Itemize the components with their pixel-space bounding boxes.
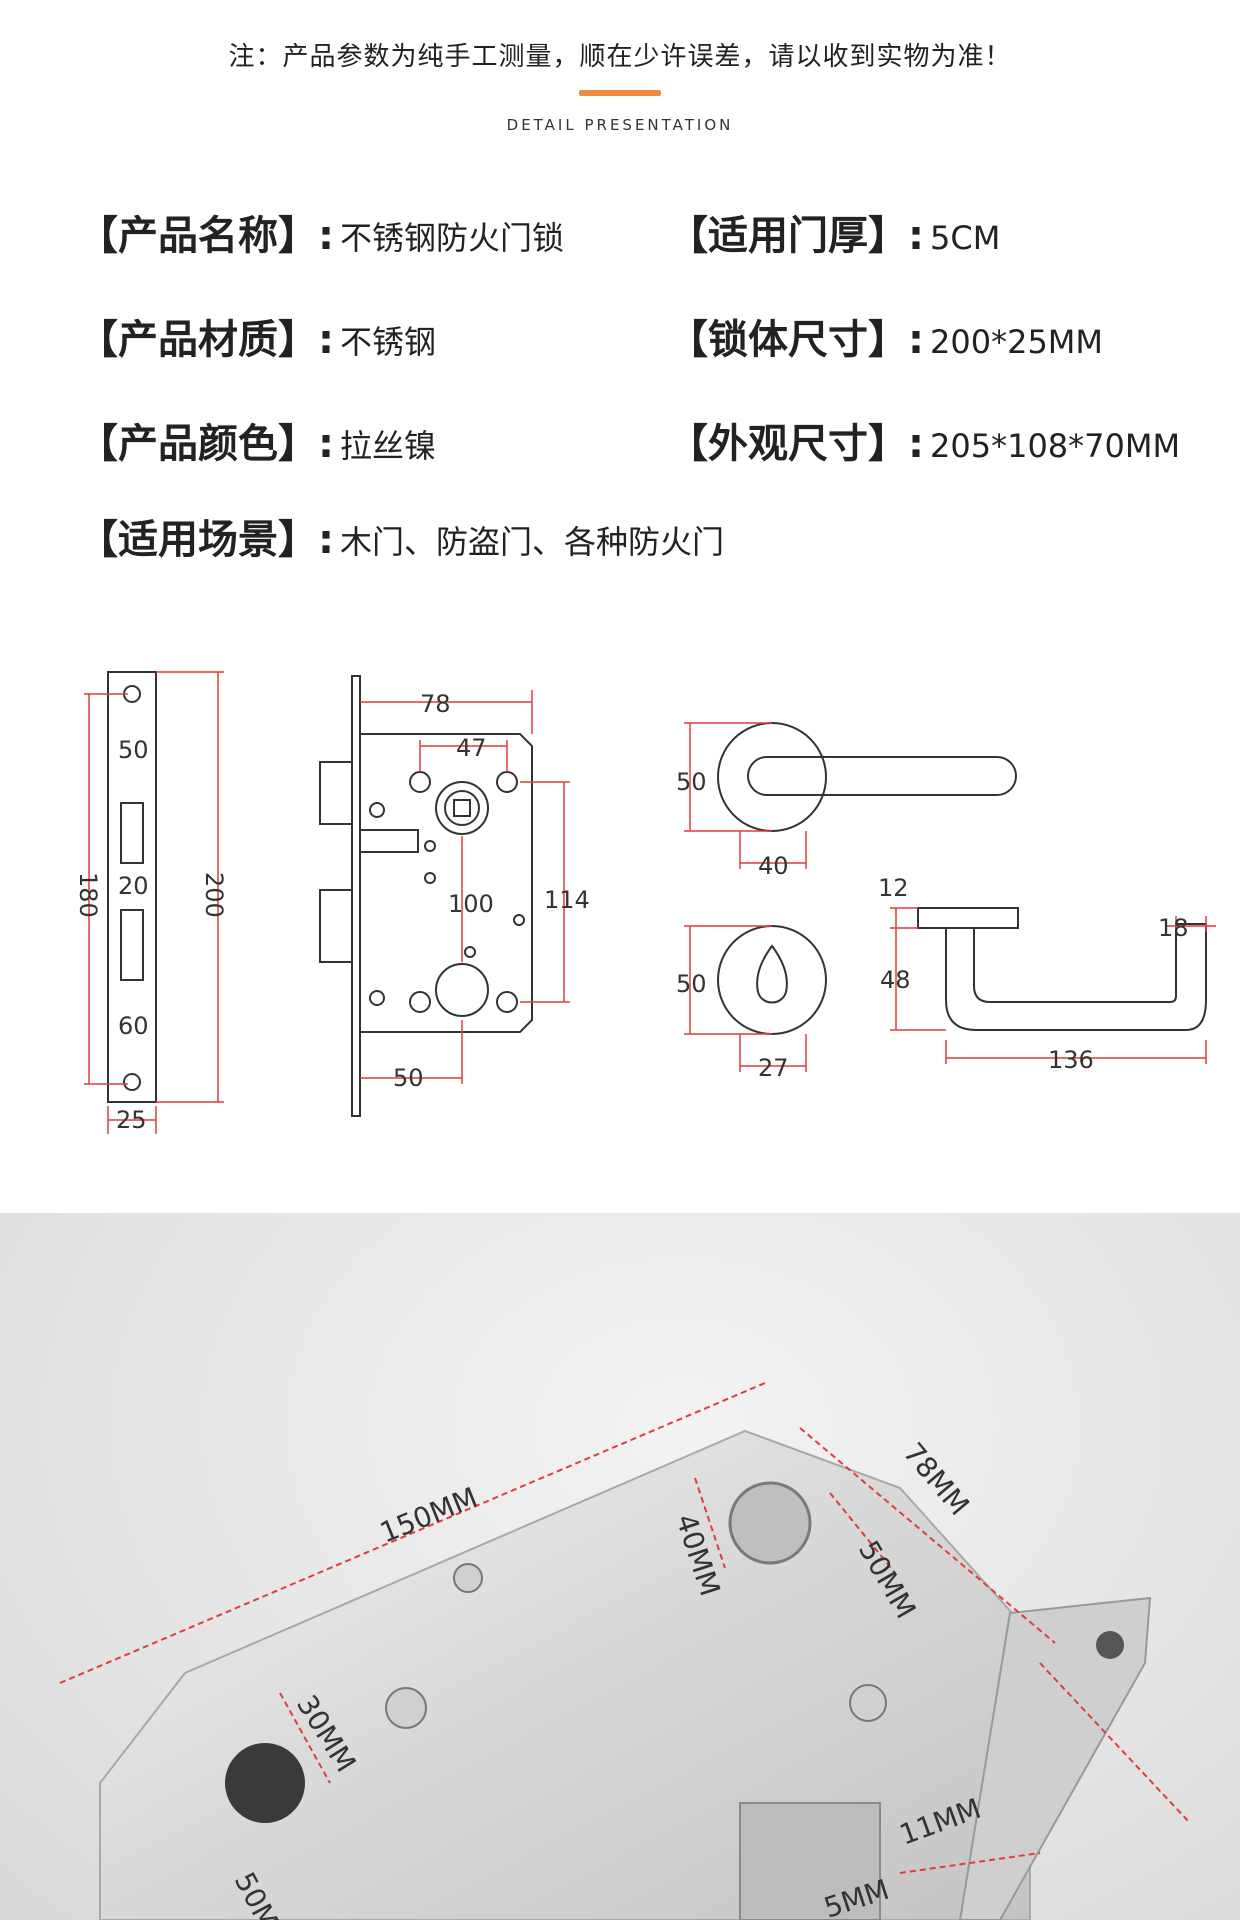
measurement-note: 注：产品参数为纯手工测量，顺在少许误差，请以收到实物为准！: [228, 42, 1012, 72]
rivet-a: [424, 840, 436, 852]
body-hole-b: [496, 771, 518, 793]
dim-escutcheon-27: 27: [758, 1054, 789, 1082]
lever-side-plate: [917, 907, 1019, 929]
screw-shape-b: [385, 1687, 427, 1729]
rivet-d: [464, 946, 476, 958]
cylinder-hub: [435, 963, 489, 1017]
dim-lock-47: 47: [456, 734, 487, 762]
lock-photo-illustration: 150MM 78MM 40MM 50MM 30MM 50M 11MM 5MM: [59, 1382, 1191, 1920]
dim-lock-114: 114: [544, 886, 590, 914]
dim-side-12: 12: [878, 874, 909, 902]
spec-color: 【产品颜色】:拉丝镍: [78, 421, 437, 467]
photo-label-150mm: 150MM: [375, 1481, 482, 1550]
dead-bolt: [319, 889, 353, 963]
detail-presentation-title: DETAIL PRESENTATION: [506, 116, 734, 134]
dim-strike-50: 50: [118, 736, 149, 764]
screw-a: [369, 802, 385, 818]
lever-rose: [717, 722, 827, 832]
lever-side-profile: [945, 923, 1207, 1031]
strike-plate-outline: [107, 671, 157, 1103]
lock-body-outline: [359, 733, 533, 1033]
escutcheon-rose: [717, 925, 827, 1035]
dim-lever-50: 50: [676, 768, 707, 796]
lock-faceplate-shape: [958, 1596, 1152, 1920]
dim-side-48: 48: [880, 966, 911, 994]
technical-drawing: 50 20 60 180 200 25 78 47 100 114 50 50 …: [74, 671, 1216, 1134]
dim-strike-25: 25: [116, 1106, 147, 1134]
screw-shape-a: [453, 1563, 483, 1593]
dim-lock-100: 100: [448, 890, 494, 918]
faceplate-hole-shape: [1096, 1631, 1124, 1659]
spindle-hub-outer: [435, 781, 489, 835]
spindle-hub-inner: [444, 790, 480, 826]
body-hole-c: [409, 991, 431, 1013]
dim-escutcheon-50: 50: [676, 970, 707, 998]
rivet-c: [513, 914, 525, 926]
spec-door-thickness: 【适用门厚】:5CM: [668, 213, 1001, 259]
lock-faceplate: [351, 675, 361, 1117]
dim-lever-40: 40: [758, 852, 789, 880]
dim-side-136: 136: [1048, 1046, 1094, 1074]
dim-lock-50: 50: [393, 1064, 424, 1092]
dim-strike-200: 200: [200, 872, 228, 918]
spec-material: 【产品材质】:不锈钢: [78, 317, 437, 363]
dim-side-18: 18: [1158, 914, 1189, 942]
spec-outer-size: 【外观尺寸】:205*108*70MM: [668, 421, 1181, 467]
screw-shape-c: [849, 1684, 887, 1722]
screw-b: [369, 990, 385, 1006]
spindle-hole-shape: [728, 1481, 812, 1565]
spec-lock-body-size: 【锁体尺寸】:200*25MM: [668, 317, 1104, 363]
latch-shape: [739, 1802, 881, 1920]
cylinder-hole-shape: [225, 1743, 305, 1823]
accent-divider: [579, 90, 661, 96]
lever-handle: [747, 756, 1017, 796]
strike-plate-hole-bottom: [123, 1073, 141, 1091]
dim-lock-78: 78: [420, 690, 451, 718]
dim-strike-180: 180: [74, 872, 102, 918]
strike-plate-slot-lower: [120, 909, 144, 981]
photo-dimension-lines: [59, 1382, 1191, 1874]
spindle-square: [453, 799, 471, 817]
hook-bolt: [359, 829, 419, 853]
latch-bolt: [319, 761, 353, 825]
body-hole-a: [409, 771, 431, 793]
keyhole-shape: [756, 944, 788, 1004]
rivet-b: [424, 872, 436, 884]
dim-strike-60: 60: [118, 1012, 149, 1040]
spec-use-scene: 【适用场景】:木门、防盗门、各种防火门: [78, 517, 725, 563]
lock-body-photo: 150MM 78MM 40MM 50MM 30MM 50M 11MM 5MM: [0, 1213, 1240, 1920]
dim-strike-20: 20: [118, 872, 149, 900]
lock-case-shape: [99, 1429, 1031, 1920]
strike-plate-slot-upper: [120, 802, 144, 864]
spec-product-name: 【产品名称】:不锈钢防火门锁: [78, 213, 565, 259]
body-hole-d: [496, 991, 518, 1013]
